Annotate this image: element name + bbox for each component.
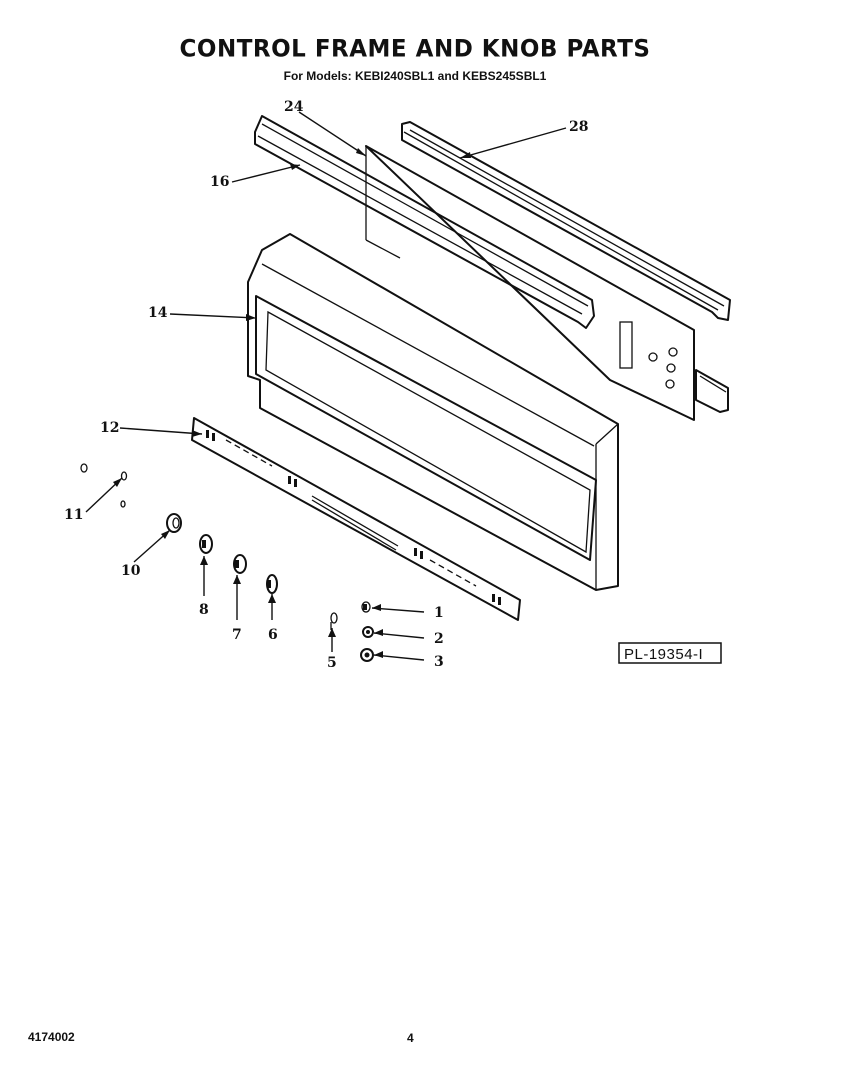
callout-14: 14: [148, 305, 168, 321]
part-2-washer: [362, 626, 374, 638]
callout-28: 28: [569, 119, 588, 135]
part-8-knob: [199, 534, 213, 554]
part-14-control-frame: [247, 233, 619, 591]
part-3-washer: [360, 648, 374, 662]
callout-5: 5: [327, 655, 337, 671]
part-1-nut: [361, 601, 371, 613]
part-6-knob: [266, 574, 278, 594]
callout-16: 16: [210, 174, 229, 190]
part-11-fasteners: [80, 463, 128, 508]
part-7-knob: [233, 554, 247, 574]
plate-id-box: PL-19354-I: [618, 642, 722, 664]
callout-10: 10: [121, 563, 141, 579]
callout-7: 7: [232, 627, 242, 643]
part-28-rear-strip: [401, 121, 731, 413]
part-5-clip: [330, 612, 338, 630]
page-number: 4: [407, 1031, 414, 1045]
callout-2: 2: [434, 631, 444, 647]
callout-24: 24: [284, 99, 304, 115]
plate-id: PL-19354-I: [624, 646, 703, 663]
callout-1: 1: [434, 605, 444, 621]
callout-12: 12: [100, 420, 119, 436]
model-subtitle: For Models: KEBI240SBL1 and KEBS245SBL1: [283, 69, 547, 83]
leader-lines: [85, 111, 567, 661]
document-number: 4174002: [28, 1030, 75, 1044]
callout-11: 11: [64, 507, 83, 523]
page-title: CONTROL FRAME AND KNOB PARTS: [179, 35, 651, 63]
part-12-mounting-plate: [191, 417, 521, 621]
part-16-trim-strip: [254, 115, 595, 329]
part-10-knob: [166, 513, 182, 533]
callout-3: 3: [434, 654, 444, 670]
callout-6: 6: [268, 627, 278, 643]
callout-8: 8: [199, 602, 209, 618]
part-24-backplate: [365, 145, 695, 421]
